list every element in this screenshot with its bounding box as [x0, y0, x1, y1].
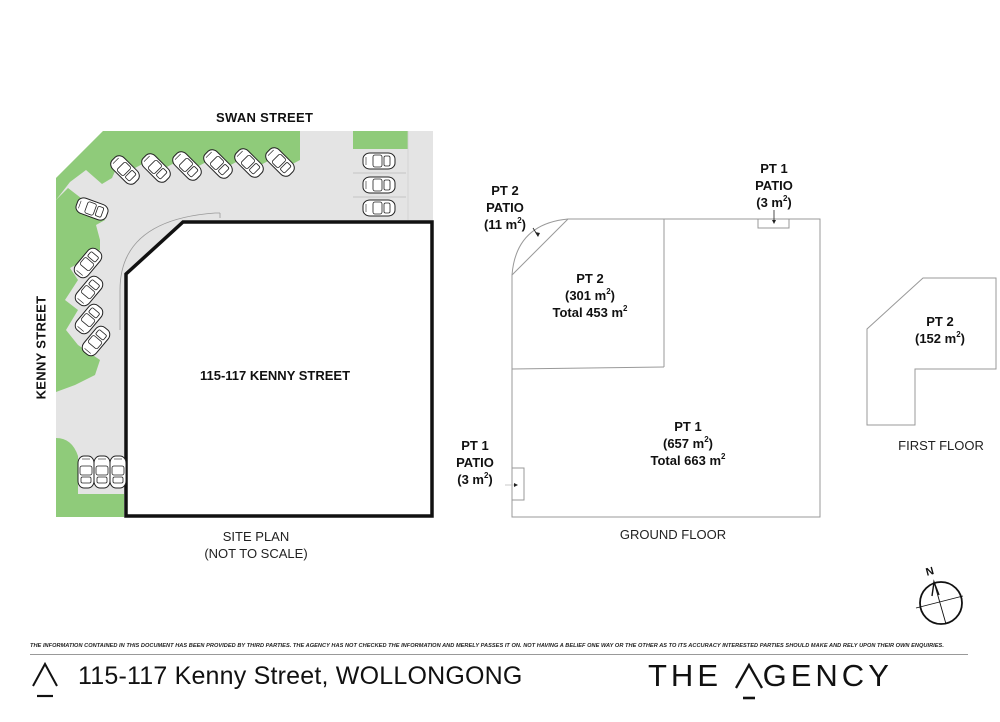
- grass-left: [56, 188, 105, 392]
- ground-floor-plan: [511, 218, 821, 518]
- ground-floor-caption: GROUND FLOOR: [619, 527, 727, 542]
- building-outline: [124, 220, 434, 518]
- agency-caret-logo-icon: [32, 661, 58, 698]
- driveway-curve: [119, 212, 220, 330]
- site-plan-caption: SITE PLAN: [222, 529, 290, 544]
- grass-top: [56, 131, 300, 200]
- first-floor-caption: FIRST FLOOR: [898, 438, 984, 453]
- swan-street-label: SWAN STREET: [216, 110, 314, 125]
- agency-brand-logo: THE GENCY: [648, 658, 893, 700]
- pt1-patio-top-label: PT 1 PATIO (3 m2): [755, 161, 793, 210]
- property-address: 115-117 Kenny Street, WOLLONGONG: [78, 662, 523, 690]
- car-icon: [362, 152, 396, 170]
- pt1-ground-label: PT 1 (657 m2) Total 663 m2: [650, 419, 726, 468]
- building-label: 115-117 KENNY STREET: [199, 368, 351, 383]
- car-icon: [362, 176, 396, 194]
- pt2-patio-label: PT 2 PATIO (11 m2): [483, 183, 527, 232]
- first-floor-plan: [866, 277, 997, 426]
- disclaimer-text: THE INFORMATION CONTAINED IN THIS DOCUME…: [30, 643, 944, 649]
- pt2-first-floor-label: PT 2 (152 m2): [915, 314, 965, 346]
- car-icon: [109, 455, 127, 489]
- pt1-patio-left-label: PT 1 PATIO (3 m2): [456, 438, 494, 487]
- car-icon: [77, 455, 95, 489]
- north-arrow-icon: [915, 579, 964, 625]
- site-plan-scale-note: (NOT TO SCALE): [204, 546, 308, 561]
- car-icon: [93, 455, 111, 489]
- grass-bottom-left: [56, 438, 124, 517]
- agency-logo-caret-icon: [734, 660, 763, 700]
- pt2-ground-label: PT 2 (301 m2) Total 453 m2: [552, 271, 628, 320]
- car-icon: [362, 199, 396, 217]
- grass-top-right: [353, 131, 408, 149]
- kenny-street-label: KENNY STREET: [33, 295, 49, 400]
- footer-divider: [30, 654, 968, 655]
